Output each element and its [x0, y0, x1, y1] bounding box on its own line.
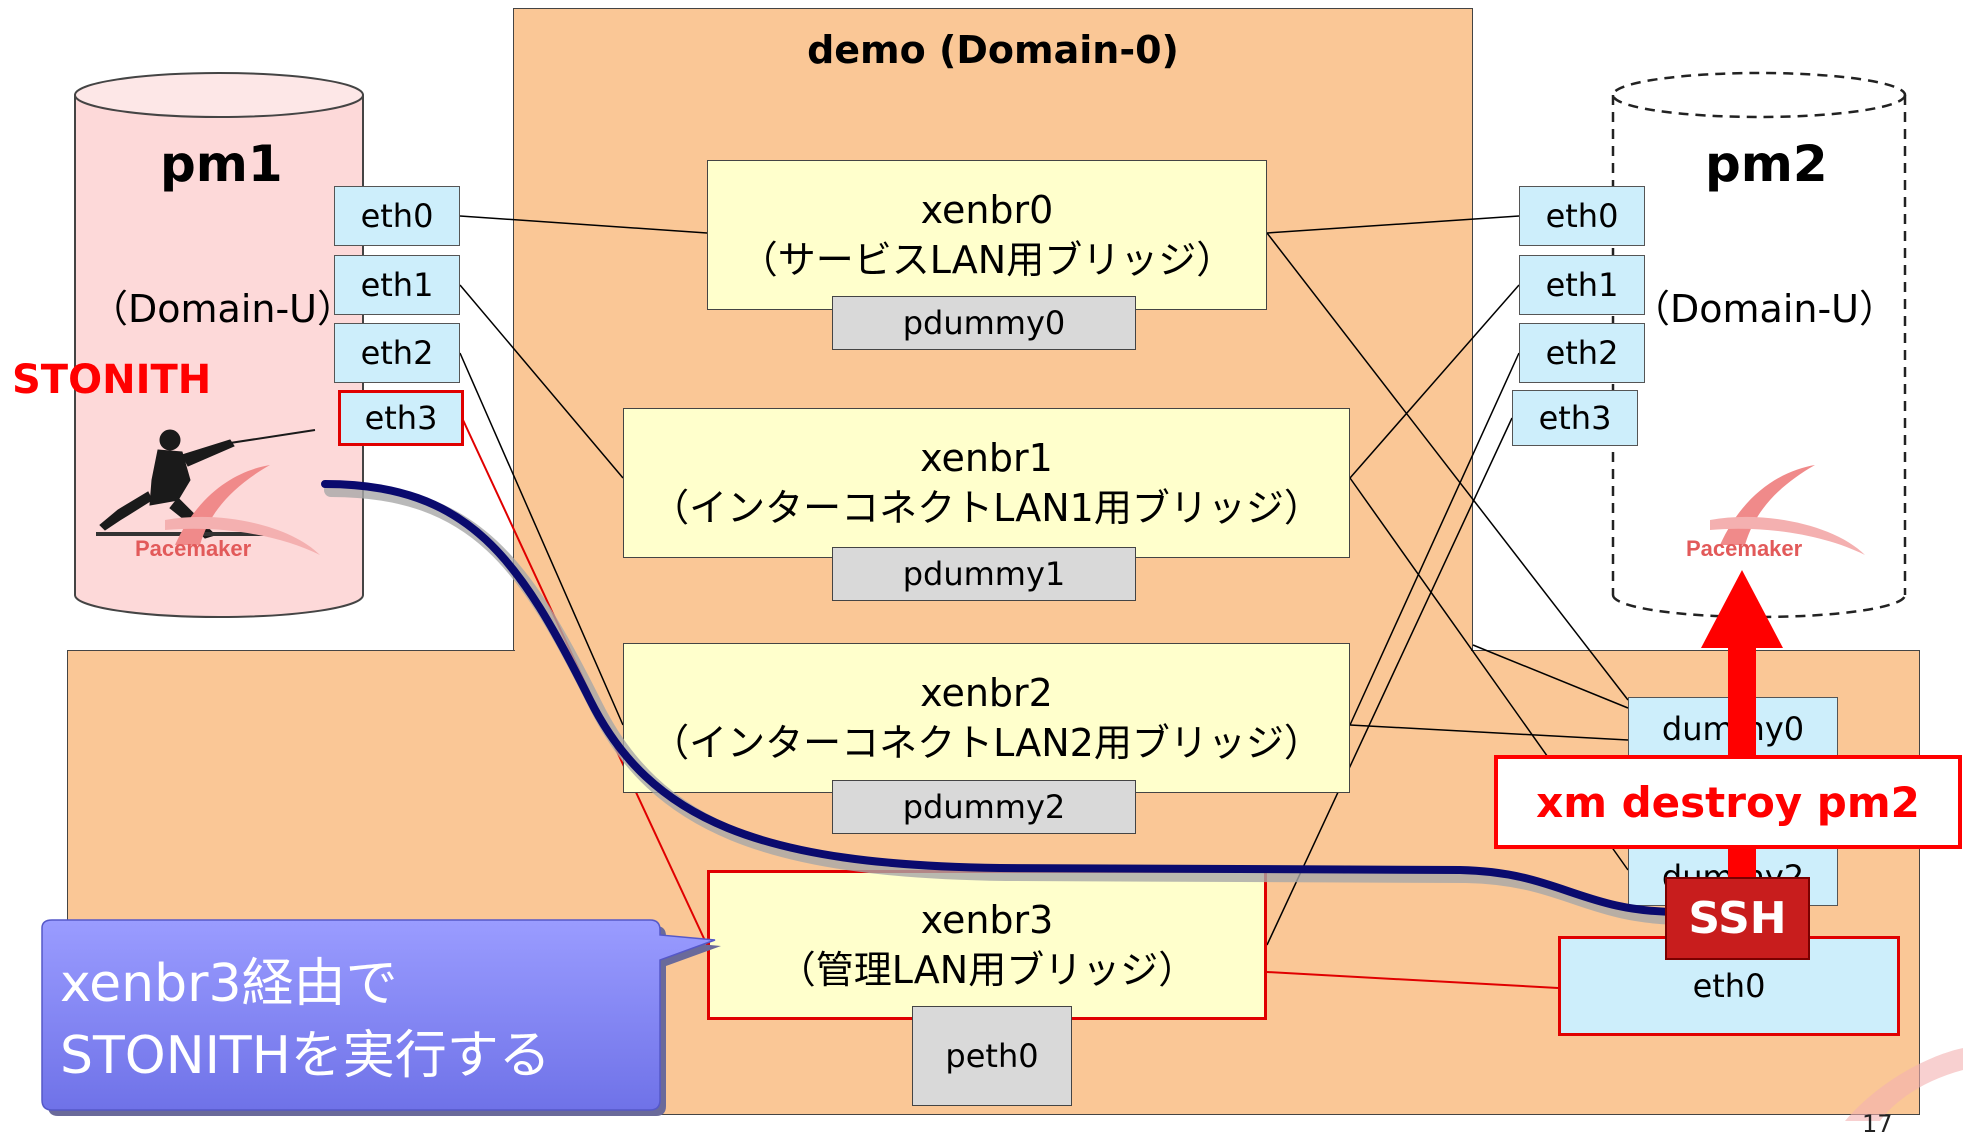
pm2-nic-eth0: eth0	[1519, 186, 1645, 246]
pm2-nic-eth1: eth1	[1519, 255, 1645, 315]
pm1-pacemaker-logo: Pacemaker	[135, 465, 320, 561]
bridge-xenbr0: xenbr0 （サービスLAN用ブリッジ）	[707, 160, 1267, 310]
stonith-label: STONITH	[12, 357, 212, 403]
page-number: 17	[1862, 1110, 1893, 1138]
pm1-subtitle: （Domain-U）	[90, 287, 355, 331]
bridge-desc: （サービスLAN用ブリッジ）	[739, 238, 1235, 282]
callout-line2: STONITHを実行する	[60, 1026, 551, 1086]
port-pdummy0: pdummy0	[832, 296, 1136, 350]
pm1-title: pm1	[160, 135, 283, 193]
pm2-subtitle: （Domain-U）	[1632, 287, 1897, 331]
bridge-xenbr1: xenbr1 （インターコネクトLAN1用ブリッジ）	[623, 408, 1350, 558]
port-pdummy1: pdummy1	[832, 547, 1136, 601]
pm2-pacemaker-text: Pacemaker	[1686, 536, 1803, 561]
pm2-pacemaker-logo: Pacemaker	[1686, 465, 1865, 561]
domain0-title: demo (Domain-0)	[807, 28, 1179, 72]
callout-text: xenbr3経由で STONITHを実行する	[60, 948, 551, 1092]
bridge-xenbr2: xenbr2 （インターコネクトLAN2用ブリッジ）	[623, 643, 1350, 793]
pm1-nic-eth1: eth1	[334, 255, 460, 315]
pm2-nic-eth3: eth3	[1512, 390, 1638, 446]
pm1-nic-eth0: eth0	[334, 186, 460, 246]
port-pdummy2: pdummy2	[832, 780, 1136, 834]
pm2-cylinder	[1611, 71, 1907, 619]
port-peth0: peth0	[912, 1006, 1072, 1106]
bridge-name: xenbr3	[920, 898, 1054, 942]
pm2-nic-eth2: eth2	[1519, 323, 1645, 383]
pm1-nic-eth2: eth2	[334, 323, 460, 383]
ssh-label: SSH	[1688, 893, 1787, 944]
bridge-desc: （管理LAN用ブリッジ）	[777, 948, 1197, 992]
corner-pacemaker-logo	[1845, 1048, 1963, 1121]
ssh-badge: SSH	[1665, 877, 1810, 960]
bridge-desc: （インターコネクトLAN2用ブリッジ）	[651, 721, 1322, 765]
pm1-nic-eth3: eth3	[338, 390, 464, 446]
command-box: xm destroy pm2	[1494, 755, 1962, 849]
bridge-desc: （インターコネクトLAN1用ブリッジ）	[651, 486, 1322, 530]
bridge-name: xenbr2	[920, 671, 1053, 715]
callout-line1: xenbr3経由で	[60, 954, 398, 1014]
pm2-title: pm2	[1705, 135, 1828, 193]
command-text: xm destroy pm2	[1536, 777, 1920, 827]
pm1-pacemaker-text: Pacemaker	[135, 536, 252, 561]
bridge-name: xenbr0	[920, 188, 1054, 232]
bridge-name: xenbr1	[920, 436, 1053, 480]
